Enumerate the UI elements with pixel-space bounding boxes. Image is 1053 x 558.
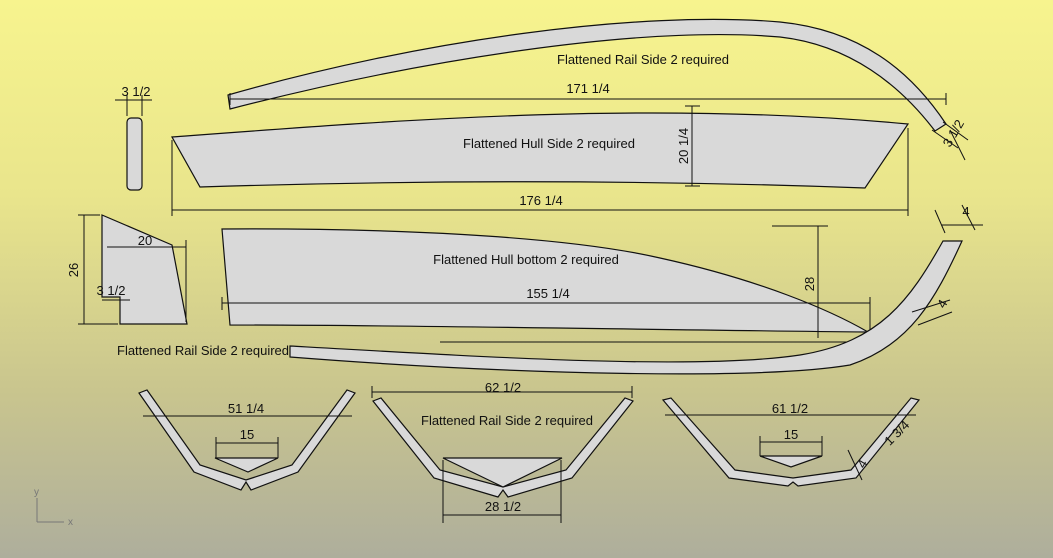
rail-strip-width: 3 1/2: [122, 84, 151, 99]
rail-top-title: Flattened Rail Side 2 required: [557, 52, 729, 67]
axis-x-label: x: [68, 517, 73, 528]
rail-lower-title: Flattened Rail Side 2 required: [117, 343, 289, 358]
frame3-inner: 15: [784, 427, 798, 442]
transom-height: 26: [66, 263, 81, 277]
frame-3[interactable]: [661, 397, 921, 487]
frame2-title: Flattened Rail Side 2 required: [421, 413, 593, 428]
rail-side-top[interactable]: [227, 18, 969, 161]
frame2-bottom: 28 1/2: [485, 499, 521, 514]
hull-bottom-title: Flattened Hull bottom 2 required: [433, 252, 619, 267]
rail-lower-width-a: 4: [962, 204, 969, 219]
frame3-side: 1 3/4: [881, 417, 912, 448]
transom[interactable]: [78, 214, 188, 325]
hull-bottom[interactable]: [221, 225, 871, 343]
hull-side-title: Flattened Hull Side 2 required: [463, 136, 635, 151]
hull-side[interactable]: [171, 105, 910, 216]
rail-top-length: 171 1/4: [566, 81, 609, 96]
frame1-inner: 15: [240, 427, 254, 442]
rail-strip-small[interactable]: [115, 95, 152, 191]
transom-width: 20: [138, 233, 152, 248]
rail-side-lower[interactable]: [289, 204, 983, 375]
frame2-width: 62 1/2: [485, 380, 521, 395]
axis-indicator: y x: [34, 487, 73, 528]
axis-y-label: y: [34, 487, 39, 498]
hull-side-height: 20 1/4: [676, 128, 691, 164]
hull-bottom-height: 28: [802, 277, 817, 291]
frame1-width: 51 1/4: [228, 401, 264, 416]
rail-lower-width-b: 4: [934, 297, 951, 311]
frame-1[interactable]: [138, 389, 356, 491]
frame3-width: 61 1/2: [772, 401, 808, 416]
transom-notch: 3 1/2: [97, 283, 126, 298]
hull-bottom-length: 155 1/4: [526, 286, 569, 301]
hull-side-length: 176 1/4: [519, 193, 562, 208]
frame-2[interactable]: [371, 386, 634, 523]
